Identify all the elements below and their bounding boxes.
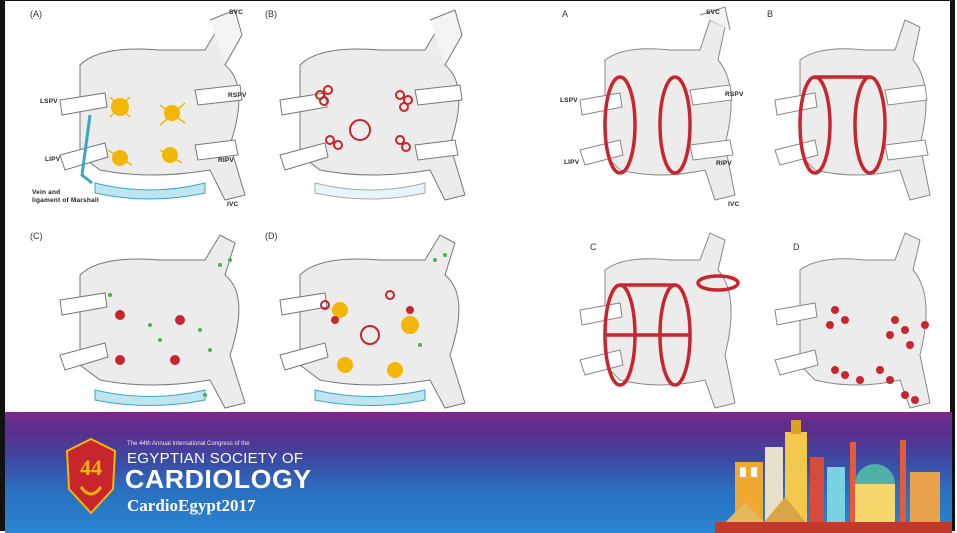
panel-label: (D)	[265, 231, 278, 241]
society-logo-icon: 44	[63, 437, 119, 517]
label-lspv: LSPV	[40, 98, 58, 105]
logo-number: 44	[80, 455, 102, 480]
right-panel-a: A SVC LSPV RSPV LIPV RIPV IVC	[560, 5, 750, 215]
panel-label: D	[793, 242, 800, 252]
label-lspv: LSPV	[560, 97, 578, 104]
congress-line: The 44th Annual International Congress o…	[127, 441, 249, 447]
label-lipv: LIPV	[564, 159, 579, 166]
cairo-skyline-illustration	[715, 412, 952, 533]
label-svc: SVC	[229, 9, 243, 16]
label-ripv: RIPV	[218, 157, 234, 164]
label-marshall-1: Vein and	[32, 189, 60, 196]
label-ripv: RIPV	[716, 160, 732, 167]
left-panel-c: (C)	[20, 225, 255, 415]
label-ivc: IVC	[728, 201, 739, 208]
left-atrium-diagram-a	[20, 5, 255, 215]
panel-label: (A)	[30, 9, 42, 19]
label-svc: SVC	[706, 9, 720, 16]
ablation-diagram-c	[560, 225, 750, 415]
left-panel-b: (B)	[260, 5, 475, 215]
label-marshall-2: ligament of Marshall	[32, 197, 99, 204]
ablation-diagram-d	[765, 225, 950, 415]
right-panel-b: B	[765, 5, 950, 215]
right-panel-c: C	[560, 225, 750, 415]
cardiology-title: CARDIOLOGY	[125, 464, 312, 495]
left-panel-d: (D)	[260, 225, 475, 415]
ablation-diagram-a	[560, 5, 750, 215]
left-atrium-diagram-b	[260, 5, 475, 215]
label-rspv: RSPV	[725, 91, 744, 98]
event-name: CardioEgypt2017	[127, 496, 255, 516]
left-atrium-diagram-c	[20, 225, 255, 415]
panel-label: (B)	[265, 9, 277, 19]
label-ivc: IVC	[227, 201, 238, 208]
left-atrium-diagram-d	[260, 225, 475, 415]
panel-label: A	[562, 9, 568, 19]
conference-banner: 44 The 44th Annual International Congres…	[5, 412, 952, 533]
label-lipv: LIPV	[45, 156, 60, 163]
ablation-diagram-b	[765, 5, 950, 215]
left-panel-a: (A) SVC LSPV RSPV LIPV RIPV IVC Vein and…	[20, 5, 255, 215]
label-rspv: RSPV	[228, 92, 247, 99]
panel-label: (C)	[30, 231, 43, 241]
panel-label: B	[767, 9, 773, 19]
panel-label: C	[590, 242, 597, 252]
right-panel-d: D	[765, 225, 950, 415]
